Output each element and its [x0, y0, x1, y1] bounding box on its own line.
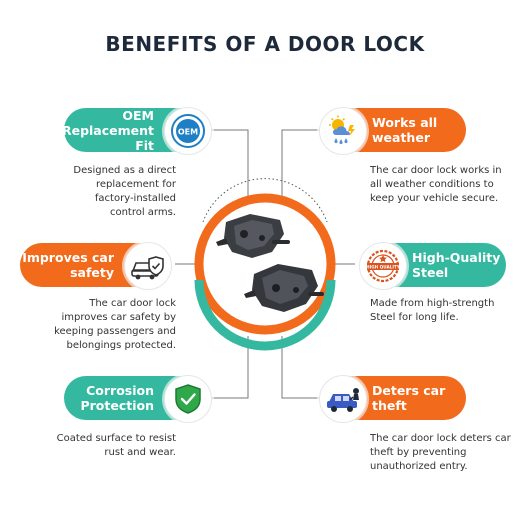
- oem-stamp-icon: OEM: [164, 107, 212, 155]
- car-thief-icon: [319, 375, 367, 423]
- benefit-steel-label: High-Quality Steel: [412, 250, 501, 280]
- door-lock-product-image: [216, 214, 324, 312]
- page-title: BENEFITS OF A DOOR LOCK: [105, 32, 425, 56]
- svg-text:OEM: OEM: [178, 128, 198, 137]
- benefit-oem-label: OEM Replacement Fit: [61, 107, 155, 153]
- shield-check-icon: [164, 375, 212, 423]
- benefit-oem-desc: Designed as a direct replacement for fac…: [73, 165, 176, 218]
- car-shield-icon: [124, 242, 172, 290]
- benefit-weather-desc: The car door lock works in all weather c…: [370, 165, 502, 204]
- benefit-corrosion-label: Corrosion Protection: [80, 383, 154, 413]
- benefit-safety-desc: The car door lock improves car safety by…: [54, 298, 176, 351]
- benefit-weather-label: Works all weather: [372, 115, 438, 145]
- benefit-corrosion-desc: Coated surface to resist rust and wear.: [56, 433, 176, 458]
- svg-text:HIGH QUALITY: HIGH QUALITY: [366, 264, 401, 269]
- benefit-theft-desc: The car door lock deters car theft by pr…: [370, 433, 511, 472]
- benefit-theft-label: Deters car theft: [372, 383, 446, 413]
- weather-icon: [319, 107, 367, 155]
- benefit-steel-desc: Made from high-strength Steel for long l…: [370, 298, 495, 323]
- benefit-safety-label: Improves car safety: [22, 250, 114, 280]
- quality-badge-icon: HIGH QUALITY: [359, 242, 407, 290]
